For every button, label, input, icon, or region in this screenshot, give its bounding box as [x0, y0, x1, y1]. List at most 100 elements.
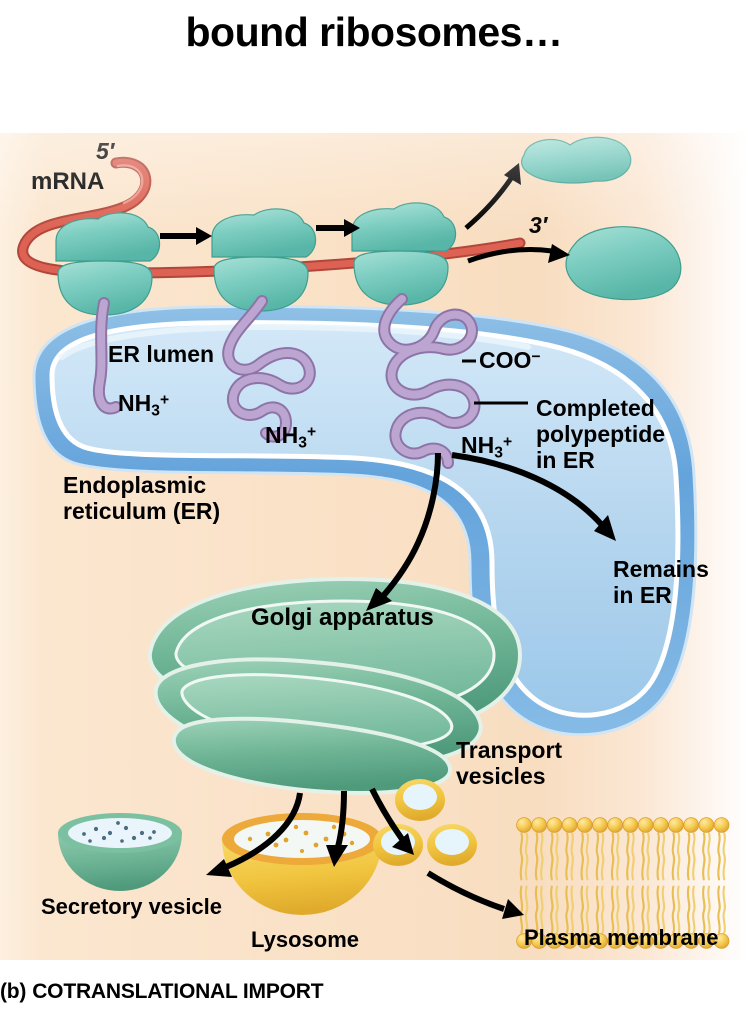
phospholipid-tail	[616, 885, 620, 934]
phospholipid-tail	[610, 885, 615, 934]
phospholipid-tail	[540, 832, 544, 881]
diagram-panel: 5′ mRNA 3′ ER lumen NH3+ NH3+ NH3+ COO− …	[0, 133, 748, 960]
phospholipid-head	[637, 933, 654, 949]
phospholipid-head	[516, 933, 532, 949]
phospholipid-tail	[671, 885, 676, 934]
er-lumen-label: ER lumen	[108, 341, 215, 367]
caption-label: (b)	[0, 980, 27, 1003]
phospholipid-tail	[656, 832, 660, 881]
coo-label: COO−	[479, 347, 541, 373]
phospholipid-head	[607, 817, 623, 833]
phospholipid-head	[576, 817, 593, 833]
free-ribosomal-subunits	[521, 136, 682, 301]
figure-caption: (b)COTRANSLATIONAL IMPORT	[0, 980, 748, 1004]
transport-vesicles-label: Transport vesicles	[456, 737, 563, 790]
phospholipid-tail	[686, 832, 691, 881]
er-line-2: reticulum (ER)	[63, 497, 221, 524]
ribosome	[351, 202, 457, 306]
phospholipid-tail	[585, 885, 590, 934]
ribosome	[211, 208, 317, 312]
phospholipid-tail	[519, 885, 524, 934]
phospholipid-tail	[595, 885, 600, 934]
phospholipid-tail	[524, 832, 529, 881]
organelle-layer	[17, 136, 730, 949]
phospholipid-tail	[595, 832, 600, 881]
phospholipid-tail	[610, 832, 615, 881]
phospholipid-tail	[722, 885, 726, 934]
transport-line-1: Transport	[456, 737, 563, 763]
phospholipid-tail	[555, 832, 559, 881]
phospholipid-head	[637, 817, 654, 833]
phospholipid-tail	[661, 885, 666, 934]
nascent-polypeptide-1	[93, 297, 122, 415]
phospholipid-tail	[534, 832, 539, 881]
er-line-1: Endoplasmic	[63, 472, 207, 498]
er-lumen-space	[49, 320, 681, 718]
secretory-vesicle-contents	[68, 818, 172, 848]
completed-line-3: in ER	[536, 446, 595, 473]
phospholipid-head	[713, 817, 730, 833]
ribosomes-on-mrna	[55, 202, 457, 316]
secretory-vesicle-shape	[58, 813, 182, 891]
phospholipid-head	[531, 933, 547, 949]
phospholipid-tail	[702, 832, 706, 881]
phospholipid-head	[668, 817, 684, 833]
secretory-vesicle-label: Secretory vesicle	[41, 894, 223, 919]
secretory-vesicle-granules	[82, 821, 156, 843]
subunit-release-arrow-down	[467, 244, 570, 264]
page-title: bound ribosomes…	[185, 9, 563, 55]
phospholipid-tail	[570, 885, 574, 934]
phospholipid-tail	[692, 885, 696, 934]
phospholipid-tail	[534, 885, 539, 934]
phospholipid-tail	[671, 832, 676, 881]
three-prime-label: 3′	[529, 212, 548, 238]
nh3-label-right: NH3+	[461, 432, 513, 462]
golgi-apparatus-label: Golgi apparatus	[251, 604, 434, 631]
remains-line-2: in ER	[613, 581, 672, 608]
phospholipid-tail	[646, 885, 650, 934]
phospholipid-tail	[616, 832, 620, 881]
phospholipid-head	[622, 817, 639, 833]
phospholipid-tail	[631, 832, 635, 881]
phospholipid-head	[683, 933, 699, 949]
phospholipid-tail	[524, 885, 529, 934]
mrna-strand	[17, 156, 526, 279]
phospholipid-head	[652, 817, 669, 833]
phospholipid-head	[592, 817, 608, 833]
transport-line-2: vesicles	[456, 762, 546, 789]
completed-polypeptide	[378, 293, 481, 469]
phospholipid-tail	[585, 832, 590, 881]
vesicle-to-membrane-arrow	[426, 870, 524, 919]
golgi-to-transport-arrow	[369, 787, 414, 855]
phospholipid-tail	[519, 832, 524, 881]
nh3-label-middle: NH3+	[265, 422, 317, 452]
phospholipid-tail	[555, 885, 559, 934]
phospholipid-head	[561, 817, 578, 833]
five-prime-label: 5′	[96, 138, 115, 164]
phospholipid-head	[683, 817, 699, 833]
phospholipid-tail	[641, 832, 645, 881]
phospholipid-tail	[692, 832, 696, 881]
phospholipid-tail	[717, 832, 721, 881]
phospholipid-tail	[626, 832, 630, 881]
free-subunit-large	[565, 226, 682, 301]
phospholipid-tail	[540, 885, 544, 934]
phospholipid-tail	[656, 885, 660, 934]
phospholipid-tail	[702, 885, 706, 934]
er-highlight	[59, 323, 531, 360]
phospholipid-tail	[565, 832, 569, 881]
phospholipid-tail	[600, 832, 605, 881]
phospholipid-tail	[550, 832, 554, 881]
phospholipid-tail	[580, 885, 584, 934]
completed-line-2: polypeptide	[536, 420, 666, 447]
phospholipid-tail	[686, 885, 691, 934]
free-subunit-small	[521, 136, 632, 184]
phospholipid-head	[668, 933, 684, 949]
phospholipid-tail	[717, 885, 721, 934]
phospholipid-head	[531, 817, 547, 833]
transport-vesicle	[427, 824, 477, 866]
golgi-to-secretory-arrow	[206, 792, 303, 877]
completed-line-1: Completed	[536, 395, 655, 421]
remains-line-1: Remains	[613, 556, 709, 582]
